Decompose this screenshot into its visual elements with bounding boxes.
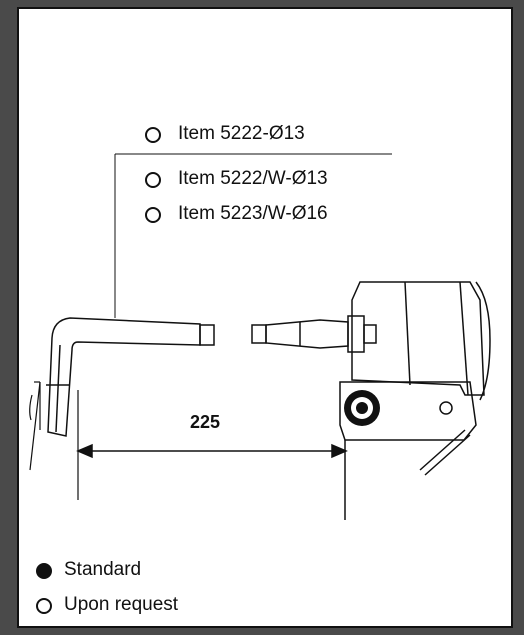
legend-standard-label: Standard — [64, 559, 142, 580]
item-2-label: Item 5222/W-Ø13 — [178, 168, 328, 189]
machine-base — [339, 381, 477, 520]
left-support — [29, 381, 79, 500]
knob — [344, 390, 380, 426]
l-arm-tool — [46, 317, 215, 437]
legend-request-marker — [36, 598, 52, 614]
dimension-value: 225 — [190, 412, 221, 432]
item-2-marker — [145, 172, 161, 188]
item-1-label: Item 5222-Ø13 — [178, 123, 305, 144]
item-3-marker — [145, 207, 161, 223]
dimension-line — [76, 443, 348, 459]
legend-request-label: Upon request — [64, 594, 179, 615]
diagram-panel — [17, 7, 513, 628]
item-1-marker — [145, 127, 161, 143]
item-3-label: Item 5223/W-Ø16 — [178, 203, 328, 224]
legend-standard-marker — [36, 563, 52, 579]
